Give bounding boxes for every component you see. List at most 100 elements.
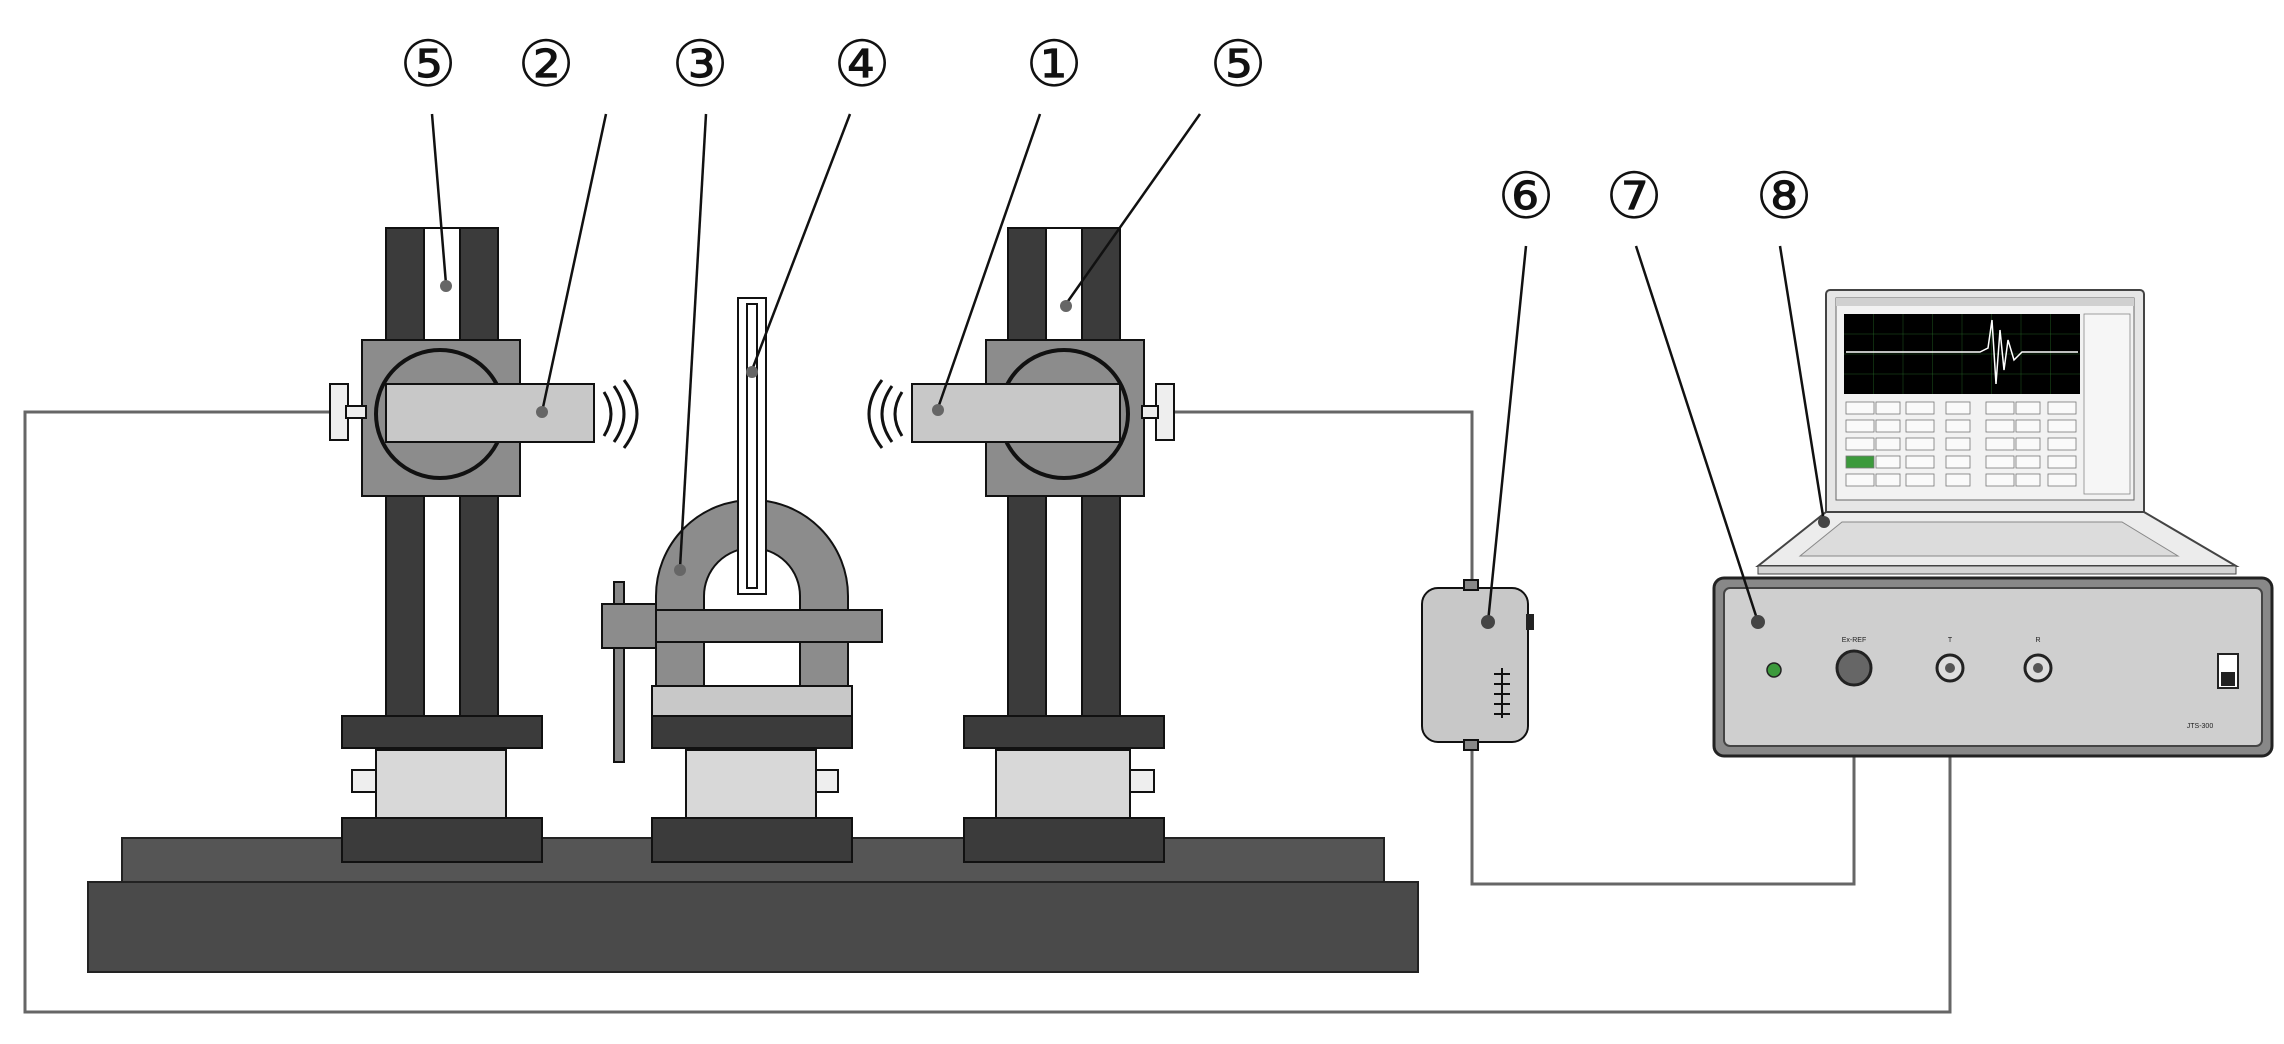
instrument-model-label: JTS-300 [2187,723,2214,730]
screen-control-block [2015,473,2041,487]
callout-5-left: ⑤ [399,28,456,102]
laptop-titlebar [1836,298,2134,306]
anchor-4 [746,366,758,378]
leader-2 [540,113,608,413]
anchor-dots [440,280,1830,629]
cable-preamp-instrument [1470,668,1856,886]
specimen-holder [601,297,883,863]
cable-group [23,410,1952,1014]
screen-control-block [1905,455,1935,469]
instrument-ex-ref-port[interactable] [1835,649,1873,687]
right-stand-collar [963,715,1165,749]
right-stand-foot [963,817,1165,863]
screen-control-block [1905,419,1935,433]
acoustic-instrument: Ex-REF T R JTS-300 [1712,576,2274,758]
anchor-3 [674,564,686,576]
callout-8: ⑧ [1755,160,1812,234]
screen-control-block [2047,437,2077,451]
left-stand-foot [341,817,543,863]
screen-control-block [1945,455,1971,469]
leader-4 [750,113,852,371]
callout-3: ③ [671,28,728,102]
screen-control-block [2047,455,2077,469]
left-stand-slider [375,749,507,819]
holder-post [613,581,625,763]
screen-control-block [2047,473,2077,487]
screen-control-block [1945,473,1971,487]
callout-2: ② [517,28,574,102]
screen-control-block [2015,401,2041,415]
leader-5-right [1064,113,1202,305]
cable-right-transducer [1160,410,1474,588]
screen-control-block [1875,419,1901,433]
port-label-r: R [2035,637,2040,644]
anchor-1 [932,404,944,416]
holder-side-clamp [601,603,657,649]
screen-control-block [1985,437,2015,451]
screen-waveform-panel [1844,314,2080,394]
leader-8 [1778,245,1826,523]
screen-control-block [1875,437,1901,451]
screen-control-block [1845,473,1875,487]
preamp-gain-scale [1494,668,1510,718]
screen-control-block [1945,401,1971,415]
screen-control-block [2047,419,2077,433]
receiver-wave-icon [867,379,904,449]
holder-foot [651,817,853,863]
leader-5-left [430,113,448,285]
screen-control-block [2047,401,2077,415]
laptop [1755,289,2240,575]
screen-control-block [1985,401,2015,415]
screen-control-block [1845,401,1875,415]
screen-side-panel [2083,313,2131,495]
preamp-side-connector [1526,614,1534,630]
screen-control-block [1845,419,1875,433]
screen-control-block [1845,455,1875,469]
holder-collar [651,715,853,749]
instrument-power-led [1766,662,1782,678]
anchor-5-left [440,280,452,292]
screen-control-block [1845,437,1875,451]
port-label-ex-ref: Ex-REF [1842,637,1867,644]
callout-6: ⑥ [1497,160,1554,234]
waveform-trace [1846,319,2078,385]
holder-horizontal-rod [655,609,883,643]
cable-left-transducer [23,410,1952,1014]
screen-control-block [1985,455,2015,469]
left-stand [329,227,639,863]
holder-slider [685,749,817,819]
specimen-plate-inner [746,303,758,589]
anchor-8 [1818,516,1830,528]
left-stand-knob [351,769,377,793]
left-stand-screw-shaft [345,405,367,419]
port-label-t: T [1948,637,1953,644]
left-stand-collar [341,715,543,749]
screen-control-block [1945,419,1971,433]
screen-control-block [2015,437,2041,451]
leader-3 [678,113,708,569]
holder-pedestal-top [651,685,853,717]
preamplifier [1421,579,1534,751]
callout-labels: ⑤ ② ③ ④ ① ⑤ ⑥ ⑦ ⑧ [399,28,1812,234]
preamp-body [1421,587,1529,743]
leader-lines [430,113,1826,623]
right-stand-slider [995,749,1131,819]
screen-control-block [1985,419,2015,433]
callout-4: ④ [833,28,890,102]
anchor-2 [536,406,548,418]
preamp-top-connector [1463,579,1479,591]
screen-control-block [2015,455,2041,469]
screen-control-block [1905,437,1935,451]
screen-control-panel [1845,401,2077,487]
instrument-r-port-core [2033,663,2043,673]
holder-knob [815,769,839,793]
laptop-keyboard [1798,521,2180,557]
receiver-transducer [911,383,1121,443]
instrument-power-switch-rocker [2221,672,2235,686]
screen-control-block [1905,473,1935,487]
preamp-bottom-connector [1463,739,1479,751]
callout-1: ① [1025,28,1082,102]
instrument-t-port-core [1945,663,1955,673]
